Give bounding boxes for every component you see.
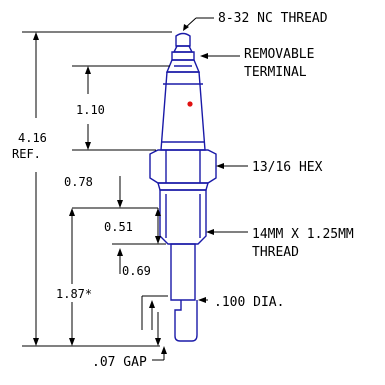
callouts: 8-32 NC THREAD REMOVABLE TERMINAL 13/16 … [92, 11, 354, 370]
terminal-collar [171, 51, 195, 61]
marker-dot [187, 101, 193, 107]
dim-rod: 0.69 [122, 264, 151, 278]
ground-electrode [174, 300, 198, 342]
terminal-neck [172, 45, 194, 53]
callout-terminal-1: REMOVABLE [244, 47, 314, 62]
dimension-lines [22, 17, 248, 361]
callout-thread-2: THREAD [252, 245, 299, 260]
hex-nut [149, 149, 217, 184]
callout-thread-top: 8-32 NC THREAD [218, 11, 328, 26]
callout-dia: .100 DIA. [214, 295, 284, 310]
spark-plug-part [149, 32, 217, 342]
dim-terminal: 1.10 [76, 103, 105, 117]
dim-hex: 0.78 [64, 175, 93, 189]
callout-thread-1: 14MM X 1.25MM [252, 227, 354, 242]
dimension-values: 4.16 REF. 1.10 0.78 0.51 0.69 1.87* [12, 103, 151, 301]
electrode-rod [170, 243, 196, 301]
dim-overall: 4.16 [18, 131, 47, 145]
dim-overall-ref: REF. [12, 147, 41, 161]
callout-gap: .07 GAP [92, 355, 147, 370]
dim-reach: 1.87* [56, 287, 92, 301]
dim-thread: 0.51 [104, 220, 133, 234]
callout-terminal-2: TERMINAL [244, 65, 307, 80]
callout-hex: 13/16 HEX [252, 160, 323, 175]
threaded-body [159, 189, 207, 245]
terminal-nut [175, 32, 191, 47]
